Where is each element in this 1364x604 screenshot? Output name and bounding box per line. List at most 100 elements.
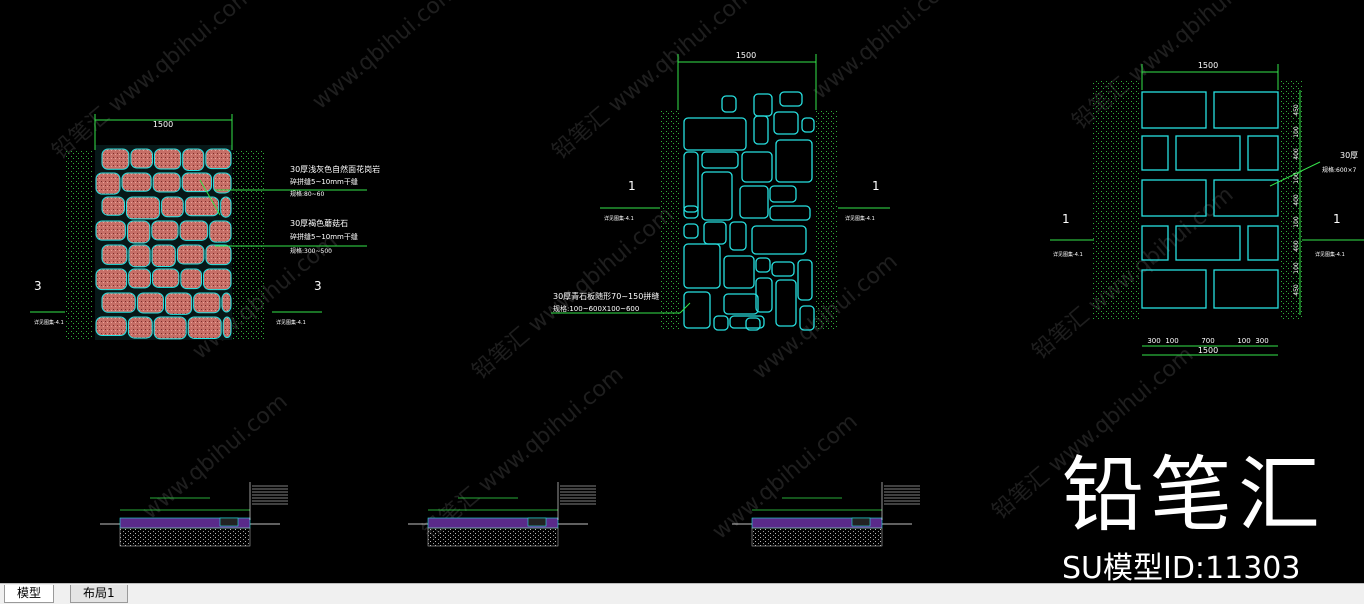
paving-blocks	[1141, 91, 1279, 309]
flagstone	[729, 221, 747, 251]
watermark-url-repeat: 铅笔汇 www.qbihui.com	[418, 362, 629, 544]
section-mark-right: 1	[1333, 212, 1341, 226]
rubble-stone	[101, 292, 136, 313]
section-mark-right: 1	[872, 179, 880, 193]
tab-model[interactable]: 模型	[4, 585, 55, 603]
section-ref-right: 详见图集-4.1	[845, 215, 875, 222]
flagstone	[683, 291, 711, 329]
paving-block	[1141, 225, 1169, 261]
rubble-stone	[128, 244, 151, 268]
paving-block	[1141, 269, 1207, 309]
cad-model-space[interactable]: 铅笔汇 www.qbihui.com www.qbihui.com 铅笔汇 www.…	[0, 0, 1364, 583]
rubble-stone	[101, 148, 130, 170]
paving-block	[1213, 269, 1279, 309]
dimension-width-bottom: 1500	[1198, 346, 1218, 355]
rubble-stone	[125, 196, 161, 220]
flagstone	[753, 115, 769, 145]
paving-block	[1247, 135, 1279, 171]
note2-line1: 30厚褐色蘑菇石	[290, 218, 348, 228]
rubble-stone	[130, 148, 153, 169]
flagstone	[797, 259, 813, 301]
rubble-stone	[153, 316, 187, 340]
section-ref-right: 详见图集-4.1	[1315, 251, 1345, 258]
side-dimension-value: 450	[1293, 104, 1300, 116]
section-detail	[408, 482, 596, 547]
watermark-url-repeat: 铅笔汇 www.qbihui.com	[48, 0, 259, 165]
note2-line2: 碎拼缝5~10mm干缝	[290, 232, 358, 241]
rubble-stone	[101, 196, 125, 216]
side-dimension-value: 100	[1293, 216, 1300, 228]
flagstone	[683, 223, 699, 239]
rubble-stone	[176, 244, 205, 265]
panel-center-flagstone: 1500 30厚青石板随形70~150拼缝 规格:100~600X100~600…	[551, 51, 890, 331]
paving-block	[1247, 225, 1279, 261]
rubble-stone	[128, 268, 152, 289]
flagstone	[741, 151, 773, 183]
paving-block	[1213, 91, 1279, 129]
section-mark-right: 3	[314, 279, 322, 293]
rubble-stone	[127, 316, 153, 339]
flagstone	[739, 185, 769, 219]
bottom-dimension-value: 100	[1165, 337, 1178, 345]
flagstone	[771, 261, 795, 277]
bottom-dimension-value: 300	[1147, 337, 1160, 345]
panel-left-stone-wall: 1500 30厚浅灰色自然面花岗岩 碎拼缝5~10mm干缝 规格:80~60 3…	[30, 114, 380, 340]
rubble-stone	[101, 244, 128, 265]
side-dimension-value: 100	[1293, 172, 1300, 184]
rubble-stone	[126, 220, 151, 244]
section-detail	[100, 482, 288, 547]
dimension-width: 1500	[153, 120, 173, 129]
section-mark-left: 3	[34, 279, 42, 293]
flagstone	[723, 255, 755, 289]
rubble-stones	[95, 145, 232, 340]
tab-layout1[interactable]: 布局1	[70, 585, 128, 603]
rubble-stone	[181, 172, 213, 193]
rubble-stone	[203, 268, 232, 291]
paving-block	[1213, 179, 1279, 217]
rubble-stone	[205, 244, 232, 266]
bottom-dimension-value: 300	[1255, 337, 1268, 345]
section-ref-right: 详见图集-4.1	[276, 319, 306, 326]
side-dimension-value: 400	[1293, 240, 1300, 252]
watermark-url-repeat: www.qbihui.com	[308, 0, 463, 115]
paving-block	[1141, 179, 1207, 217]
rubble-stone	[179, 220, 209, 241]
watermark-model-id: SU模型ID:11303	[1061, 551, 1301, 583]
note-line1: 30厚	[1340, 151, 1358, 160]
rubble-stone	[152, 172, 181, 193]
section-detail	[732, 482, 920, 547]
watermark-logo: 铅笔汇 SU模型ID:11303	[1061, 455, 1326, 584]
flagstone	[683, 243, 721, 289]
rubble-stone	[180, 268, 203, 290]
flagstone	[775, 279, 797, 327]
rubble-stone	[95, 172, 121, 195]
flagstone	[775, 139, 813, 183]
flagstone	[683, 117, 747, 151]
rubble-stone	[153, 148, 182, 170]
flagstone	[769, 205, 811, 221]
side-dimension-value: 450	[1293, 284, 1300, 296]
side-dimension-value: 100	[1293, 126, 1300, 138]
paving-block	[1141, 91, 1207, 129]
flagstone	[755, 257, 771, 273]
rubble-stone	[209, 220, 232, 243]
note-line2: 规格:100~600X100~600	[553, 304, 639, 313]
section-ref-left: 详见图集-4.1	[604, 215, 634, 222]
rubble-stone	[95, 220, 126, 241]
bottom-dimension-value: 100	[1237, 337, 1250, 345]
flagstone	[753, 93, 773, 117]
section-ref-left: 详见图集-4.1	[1053, 251, 1083, 258]
flagstone	[703, 221, 727, 245]
rubble-stone	[220, 196, 232, 218]
flagstone	[751, 225, 807, 255]
section-mark-left: 1	[1062, 212, 1070, 226]
bottom-dimension-value: 700	[1201, 337, 1214, 345]
layout-tab-bar: 模型 布局1	[0, 583, 1364, 604]
rubble-stone	[121, 172, 152, 192]
rubble-stone	[182, 148, 205, 172]
side-dimension-value: 400	[1293, 148, 1300, 160]
note1-line3: 规格:80~60	[290, 190, 325, 198]
flagstone	[779, 91, 803, 107]
rubble-stone	[213, 172, 232, 194]
